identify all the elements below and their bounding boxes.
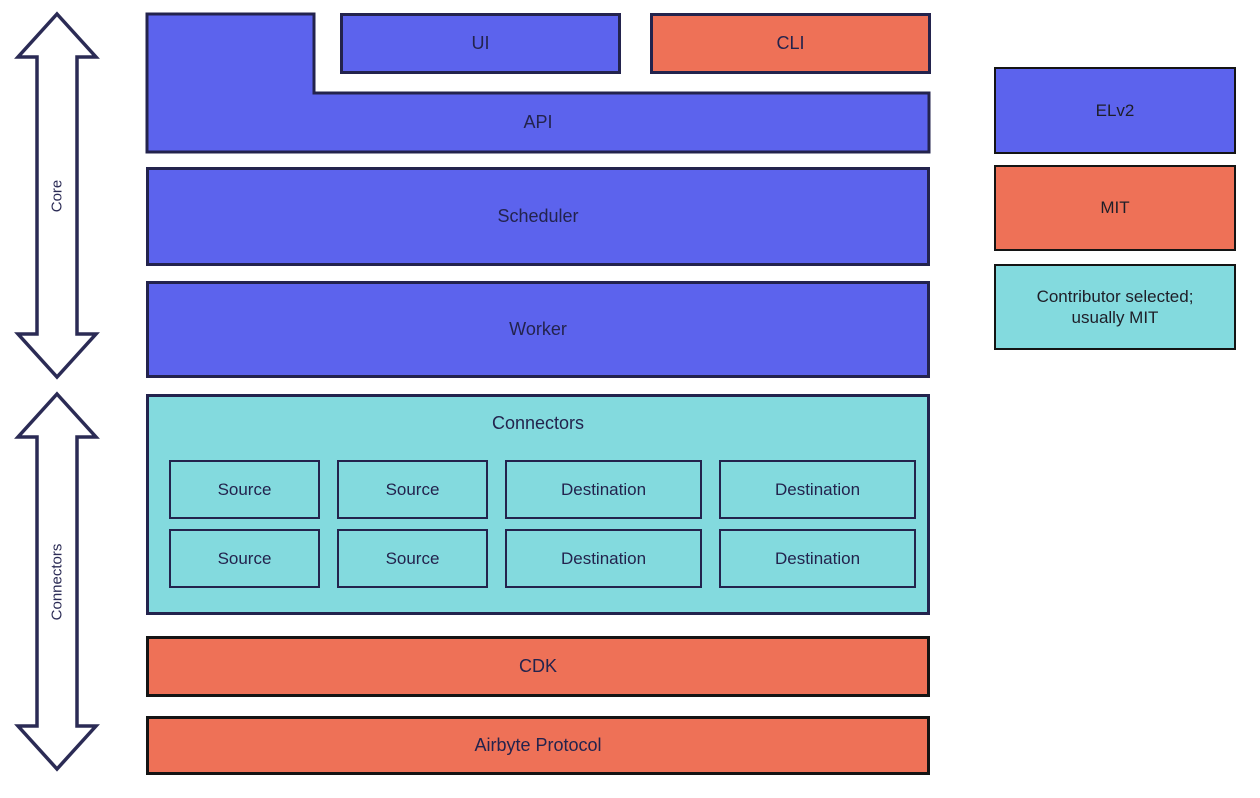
connectors-block-title: Connectors xyxy=(491,413,585,433)
source-connector-label: Source xyxy=(385,548,440,568)
connectors-row-2: Source Source Destination Destination xyxy=(169,529,916,588)
cli-block-label: CLI xyxy=(776,33,805,53)
destination-connector-box: Destination xyxy=(505,529,702,588)
connectors-row-1: Source Source Destination Destination xyxy=(169,460,916,519)
connectors-arrow-label: Connectors xyxy=(48,543,66,621)
ui-block: UI xyxy=(340,13,621,74)
api-block-label: API xyxy=(523,112,553,132)
legend-item-elv2: ELv2 xyxy=(994,67,1236,154)
source-connector-box: Source xyxy=(169,460,320,519)
cdk-block: CDK xyxy=(146,636,930,697)
legend-item-contributor: Contributor selected; usually MIT xyxy=(994,264,1236,350)
destination-connector-label: Destination xyxy=(560,548,647,568)
airbyte-protocol-label: Airbyte Protocol xyxy=(474,735,602,755)
destination-connector-label: Destination xyxy=(560,479,647,499)
api-l-shape xyxy=(145,12,931,154)
legend-contributor-label: Contributor selected; usually MIT xyxy=(1036,286,1194,327)
ui-block-label: UI xyxy=(471,33,490,53)
destination-connector-label: Destination xyxy=(774,548,861,568)
legend-item-mit: MIT xyxy=(994,165,1236,251)
destination-connector-box: Destination xyxy=(719,529,916,588)
scheduler-block: Scheduler xyxy=(146,167,930,266)
destination-connector-box: Destination xyxy=(505,460,702,519)
source-connector-label: Source xyxy=(217,479,272,499)
worker-block: Worker xyxy=(146,281,930,378)
worker-block-label: Worker xyxy=(509,319,567,339)
cli-block: CLI xyxy=(650,13,931,74)
source-connector-label: Source xyxy=(217,548,272,568)
core-arrow xyxy=(14,11,100,380)
core-arrow-label: Core xyxy=(48,179,66,213)
airbyte-protocol-block: Airbyte Protocol xyxy=(146,716,930,775)
destination-connector-box: Destination xyxy=(719,460,916,519)
source-connector-label: Source xyxy=(385,479,440,499)
cdk-block-label: CDK xyxy=(518,656,557,676)
scheduler-block-label: Scheduler xyxy=(497,206,579,226)
connectors-arrow xyxy=(14,391,100,772)
legend-elv2-label: ELv2 xyxy=(1095,100,1135,120)
connectors-block: Connectors Source Source Destination Des… xyxy=(146,394,930,615)
destination-connector-label: Destination xyxy=(774,479,861,499)
legend-mit-label: MIT xyxy=(1100,198,1130,217)
source-connector-box: Source xyxy=(337,529,488,588)
source-connector-box: Source xyxy=(337,460,488,519)
source-connector-box: Source xyxy=(169,529,320,588)
